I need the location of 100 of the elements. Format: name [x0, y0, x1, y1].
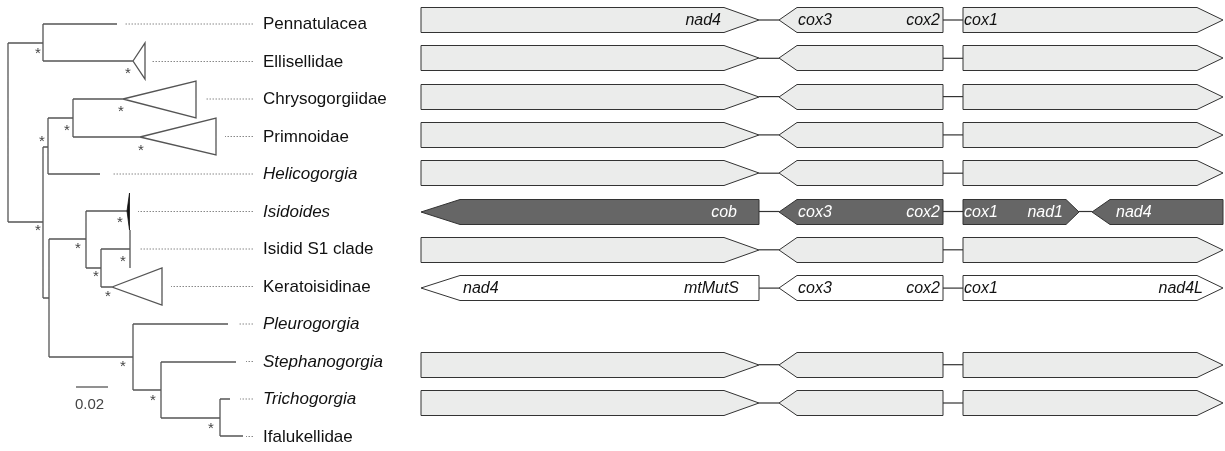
gene-name: nad4L — [1158, 279, 1203, 298]
leader-line — [224, 136, 254, 137]
connector-line — [942, 287, 964, 289]
taxon-label: Pleurogorgia — [263, 313, 360, 335]
connector-line — [942, 57, 964, 59]
gene-name: cox3 — [798, 279, 832, 298]
leader-line — [239, 398, 254, 400]
connector-line — [758, 57, 780, 59]
gene-name: cox1 — [964, 11, 998, 29]
gene-block — [963, 45, 1223, 72]
gene-name: mtMutS — [683, 279, 739, 298]
gene-name: nad4 — [685, 11, 721, 29]
gene-block — [421, 121, 759, 148]
support-asterisk: * — [138, 142, 144, 157]
connector-line — [942, 96, 964, 98]
support-asterisk: * — [208, 420, 214, 435]
support-asterisk: * — [105, 288, 111, 303]
connector-line — [758, 172, 780, 174]
connector-line — [942, 249, 964, 251]
taxon-label: Helicogorgia — [263, 163, 358, 185]
scale-label: 0.02 — [75, 396, 105, 412]
connector-line — [942, 210, 964, 213]
leader-line — [139, 248, 254, 250]
leader-line — [137, 211, 254, 212]
gene-block — [963, 121, 1223, 148]
gene-block — [779, 121, 943, 148]
gene-block — [421, 45, 759, 72]
gene-block — [963, 275, 1223, 302]
support-asterisk: * — [117, 214, 123, 229]
gene-block — [963, 160, 1223, 187]
support-asterisk: * — [120, 253, 126, 268]
taxon-label: Isidoides — [263, 200, 331, 223]
leader-line — [204, 98, 254, 100]
connector-line — [942, 172, 964, 174]
leader-line — [170, 286, 254, 287]
gene-block — [963, 236, 1223, 263]
support-asterisk: * — [75, 240, 81, 255]
taxon-label: Isidid S1 clade — [263, 238, 374, 260]
gene-block — [963, 83, 1223, 110]
support-asterisk: * — [64, 122, 70, 137]
support-asterisk: * — [35, 222, 41, 237]
gene-block — [421, 390, 759, 416]
connector-line — [942, 19, 964, 21]
taxon-label: Pennatulacea — [263, 13, 367, 35]
gene-block — [963, 390, 1223, 416]
gene-block — [421, 351, 759, 378]
connector-line — [942, 364, 964, 366]
taxon-label: Trichogorgia — [263, 388, 357, 410]
gene-name: nad4 — [1116, 202, 1152, 221]
connector-line — [758, 134, 780, 136]
connector-line — [758, 96, 780, 98]
gene-block — [1092, 198, 1223, 225]
taxon-label: Keratoisidinae — [263, 275, 371, 298]
gene-block — [779, 236, 943, 263]
leader-line — [151, 61, 254, 62]
gene-name: cox2 — [906, 279, 940, 298]
gene-block — [779, 390, 943, 416]
connector-line — [758, 364, 780, 366]
gene-name: cox2 — [906, 202, 940, 221]
gene-name: cox3 — [798, 202, 832, 221]
gene-name: cox2 — [906, 11, 940, 29]
gene-block — [963, 7, 1223, 33]
gene-block — [779, 198, 943, 225]
taxon-label: Ellisellidae — [263, 50, 344, 73]
support-asterisk: * — [118, 103, 124, 118]
gene-block — [963, 351, 1223, 378]
gene-block — [779, 83, 943, 110]
gene-name: cox3 — [798, 11, 832, 29]
gene-name: nad1 — [1027, 202, 1063, 221]
gene-block — [779, 45, 943, 72]
gene-block — [421, 7, 759, 33]
support-asterisk: * — [125, 65, 131, 80]
gene-block — [963, 198, 1079, 225]
connector-line — [758, 19, 780, 21]
gene-name: cob — [711, 202, 737, 221]
taxon-label: Primnoidae — [263, 125, 349, 148]
gene-block — [421, 160, 759, 187]
gene-block — [779, 351, 943, 378]
gene-name: cox1 — [964, 279, 998, 298]
gene-block — [421, 83, 759, 110]
gene-name: cox1 — [964, 202, 998, 221]
taxon-label: Ifalukellidae — [263, 425, 353, 448]
gene-block — [421, 275, 759, 302]
connector-line — [942, 134, 964, 136]
support-asterisk: * — [93, 268, 99, 283]
support-asterisk: * — [120, 358, 126, 373]
leader-line — [111, 173, 254, 175]
taxon-label: Chrysogorgiidae — [263, 88, 387, 110]
support-asterisk: * — [35, 45, 41, 60]
support-asterisk: * — [150, 392, 156, 407]
gene-block — [421, 198, 759, 225]
connector-line — [758, 402, 780, 404]
connector-line — [942, 402, 964, 404]
support-asterisk: * — [39, 133, 45, 148]
gene-block — [779, 160, 943, 187]
leader-line — [245, 361, 254, 362]
gene-name: nad4 — [463, 279, 499, 298]
gene-block — [779, 275, 943, 302]
gene-block — [779, 7, 943, 33]
leader-line — [245, 436, 254, 437]
